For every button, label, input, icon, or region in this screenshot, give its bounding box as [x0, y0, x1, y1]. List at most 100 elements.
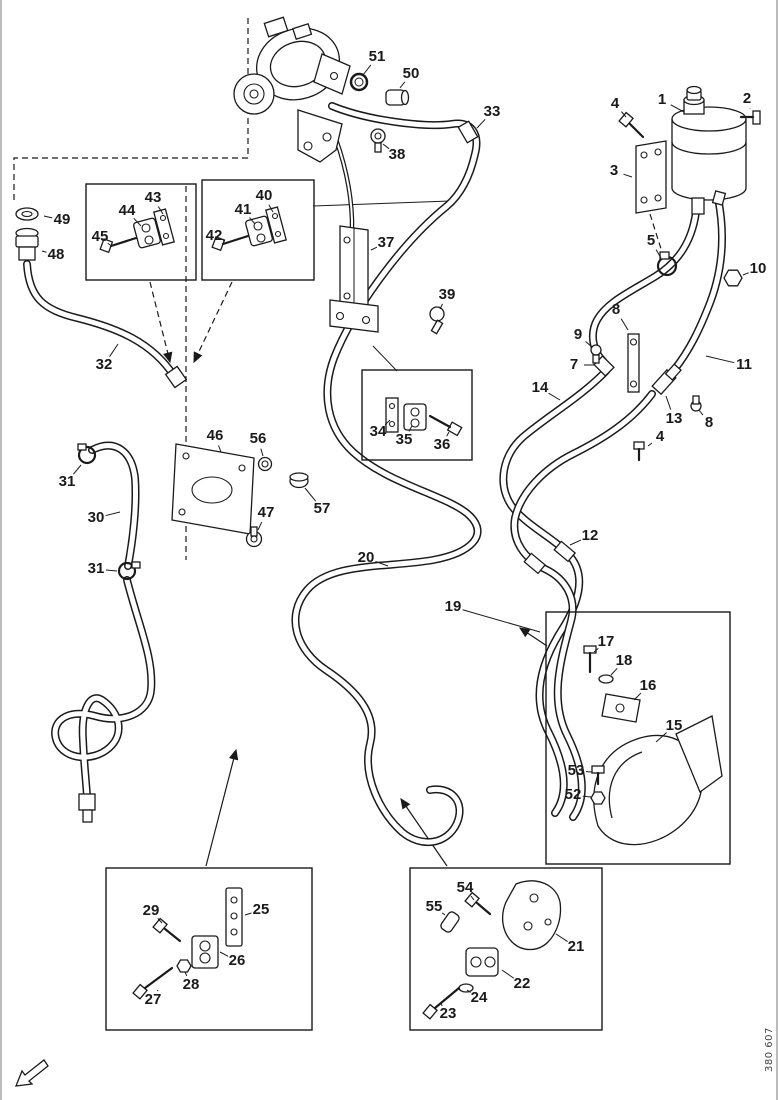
callout-20: 20 — [358, 549, 375, 566]
reservoir-outlet-left — [691, 197, 705, 215]
bracket-16-hole — [615, 703, 625, 713]
bolt-47-shaft — [250, 526, 258, 537]
hose-30 — [89, 443, 139, 569]
dashed-pointer-box2 — [193, 281, 233, 364]
callout-leader-3 — [623, 173, 633, 178]
callout-51: 51 — [369, 48, 386, 65]
callout-leader-48 — [41, 250, 47, 253]
callout-leader-21 — [555, 933, 568, 942]
callout-leader-37 — [370, 246, 378, 251]
callout-55: 55 — [426, 898, 443, 915]
callout-3: 3 — [610, 162, 618, 179]
pump-mount-bracket — [297, 109, 343, 163]
callout-leader-29 — [157, 918, 163, 924]
plate-34-hole-2 — [388, 420, 396, 428]
fitting-48-body — [18, 246, 36, 261]
callout-leader-12 — [569, 539, 582, 546]
callout-4: 4 — [611, 95, 620, 112]
callout-leader-11 — [705, 355, 735, 364]
detail-box-3 — [361, 369, 473, 461]
clamp-41-hole-1 — [253, 221, 263, 231]
callout-leader-14 — [548, 392, 561, 401]
fitting-48-hex — [15, 235, 39, 248]
callout-leader-38 — [382, 143, 390, 150]
clamp-31b — [117, 561, 137, 581]
bolt-36-head — [446, 421, 463, 437]
callout-42: 42 — [206, 227, 223, 244]
leader-box2-to-hose — [312, 200, 451, 207]
nut-28 — [176, 959, 192, 973]
pointer-box5-to-hose — [400, 798, 448, 867]
bolt-4b — [633, 441, 645, 462]
bracket-3-hole-3 — [640, 196, 648, 204]
bolt-23-shaft — [433, 986, 461, 1010]
callout-21: 21 — [568, 938, 585, 955]
plate-code: 380 607 — [764, 1027, 775, 1072]
washer-18 — [598, 674, 614, 684]
bolt-39-shaft — [430, 319, 444, 335]
callout-10: 10 — [750, 260, 767, 277]
callout-leader-28 — [184, 971, 188, 977]
clamp-5-screw — [659, 251, 670, 260]
elbow-fitting-48-49 — [15, 207, 39, 261]
bracket-21-hole-1 — [529, 893, 539, 903]
pump-flange-hole — [329, 71, 339, 81]
callout-leader-50 — [399, 81, 406, 89]
hose-bracket-8 — [590, 333, 702, 462]
grommet-57-top — [289, 472, 309, 482]
bolt-47-center — [250, 535, 258, 543]
callout-7: 7 — [570, 356, 578, 373]
callout-leader-27 — [157, 989, 159, 992]
washer-49-hole — [21, 210, 33, 218]
bracket-21 — [501, 880, 562, 951]
bolt-36-shaft — [428, 414, 452, 429]
callout-leader-13 — [665, 395, 672, 410]
detail-box-1 — [85, 183, 197, 281]
callout-27: 27 — [145, 991, 162, 1008]
callout-leader-30 — [105, 511, 121, 517]
callout-leader-18 — [610, 667, 618, 676]
clamp-31a-screw — [77, 443, 87, 451]
bolt-27-shaft — [143, 966, 174, 990]
fitting-thread — [82, 809, 93, 823]
clamp-51 — [349, 72, 369, 92]
callout-23: 23 — [440, 1005, 457, 1022]
plate-25-hole-1 — [230, 896, 238, 904]
detail-box-6-frame — [545, 611, 731, 865]
callout-leader-8 — [620, 318, 629, 331]
strap-8-hole-2 — [629, 380, 638, 388]
callout-leader-52 — [582, 795, 592, 798]
detail-box-4 — [105, 867, 313, 1031]
callout-26: 26 — [229, 952, 246, 969]
callout-leader-51 — [362, 64, 372, 76]
detail-box-2-frame — [201, 179, 315, 281]
suction-hose — [52, 577, 154, 799]
callout-2: 2 — [743, 90, 751, 107]
callout-40: 40 — [256, 187, 273, 204]
fitting-suction-end — [78, 793, 96, 823]
callout-43: 43 — [145, 189, 162, 206]
plate-25-hole-2 — [230, 912, 238, 920]
detail-box-5 — [409, 867, 603, 1031]
bolt-45-shaft — [109, 236, 138, 248]
detail-box-1-frame — [85, 183, 197, 281]
callout-leader-49 — [43, 215, 53, 219]
bolt-9-head — [590, 344, 602, 356]
callout-53: 53 — [568, 762, 585, 779]
callout-4: 4 — [656, 428, 665, 445]
callout-leader-32 — [109, 343, 119, 357]
clamp-22 — [465, 947, 499, 977]
bracket-3-hole-4 — [654, 194, 662, 202]
callout-leader-16 — [633, 692, 642, 701]
detail-box-6 — [545, 611, 731, 865]
callout-12: 12 — [582, 527, 599, 544]
reservoir-assembly — [618, 85, 761, 287]
nut-52 — [590, 791, 606, 805]
bolt-38-center — [374, 132, 382, 140]
clamp-26-hole-1 — [199, 940, 211, 952]
hoses — [23, 102, 727, 847]
dashed-construction-lines — [13, 18, 663, 560]
callout-35: 35 — [396, 431, 413, 448]
